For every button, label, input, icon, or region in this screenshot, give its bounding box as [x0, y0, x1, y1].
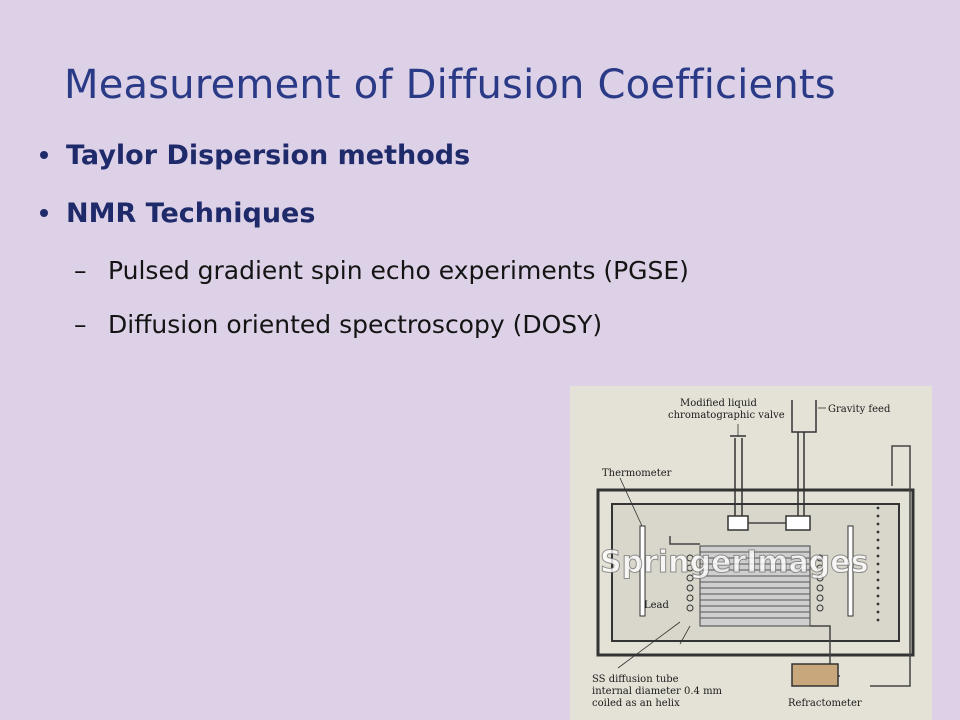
apparatus-svg: Modified liquid chromatographic valve Gr…	[592, 398, 915, 709]
label-thermometer: Thermometer	[602, 468, 672, 479]
bullet-dot-icon	[40, 151, 48, 159]
sub-bullet-text: Diffusion oriented spectroscopy (DOSY)	[108, 310, 603, 339]
label-gravity-feed: Gravity feed	[828, 404, 891, 415]
bullet-text: Taylor Dispersion methods	[66, 140, 471, 171]
thermometer-left	[639, 525, 646, 617]
dash-icon: –	[74, 310, 87, 339]
apparatus-diagram: Modified liquid chromatographic valve Gr…	[570, 386, 932, 720]
bullet-text: NMR Techniques	[66, 198, 316, 229]
bullet-list: Taylor Dispersion methods NMR Techniques…	[40, 140, 689, 364]
thermometer-right	[847, 525, 854, 617]
springer-watermark: SpringerImages	[600, 545, 868, 580]
dash-icon: –	[74, 256, 87, 285]
gravity-feed-reservoir	[785, 400, 817, 531]
bullet-item: Taylor Dispersion methods	[40, 140, 689, 198]
leader-lines	[617, 407, 826, 669]
helix-coil	[686, 545, 824, 627]
label-refractometer: Refractometer	[788, 698, 862, 709]
outer-bath	[596, 488, 915, 657]
label-lead: Lead	[644, 600, 670, 611]
bullet-item: NMR Techniques	[40, 198, 689, 256]
sub-bullet-text: Pulsed gradient spin echo experiments (P…	[108, 256, 689, 285]
valve-assembly	[727, 435, 749, 531]
label-tube-1: SS diffusion tube	[592, 674, 679, 685]
bullet-dot-icon	[40, 209, 48, 217]
label-tube-2: internal diameter 0.4 mm	[592, 686, 723, 697]
label-valve-2: chromatographic valve	[668, 410, 785, 421]
label-valve-1: Modified liquid	[680, 398, 757, 409]
insulation-dots	[876, 506, 880, 622]
sub-bullet-item: – Pulsed gradient spin echo experiments …	[40, 256, 689, 310]
sub-bullet-item: – Diffusion oriented spectroscopy (DOSY)	[40, 310, 689, 364]
refractometer-icon	[791, 663, 839, 687]
label-tube-3: coiled as an helix	[592, 698, 680, 709]
slide-title: Measurement of Diffusion Coefficients	[64, 62, 836, 108]
